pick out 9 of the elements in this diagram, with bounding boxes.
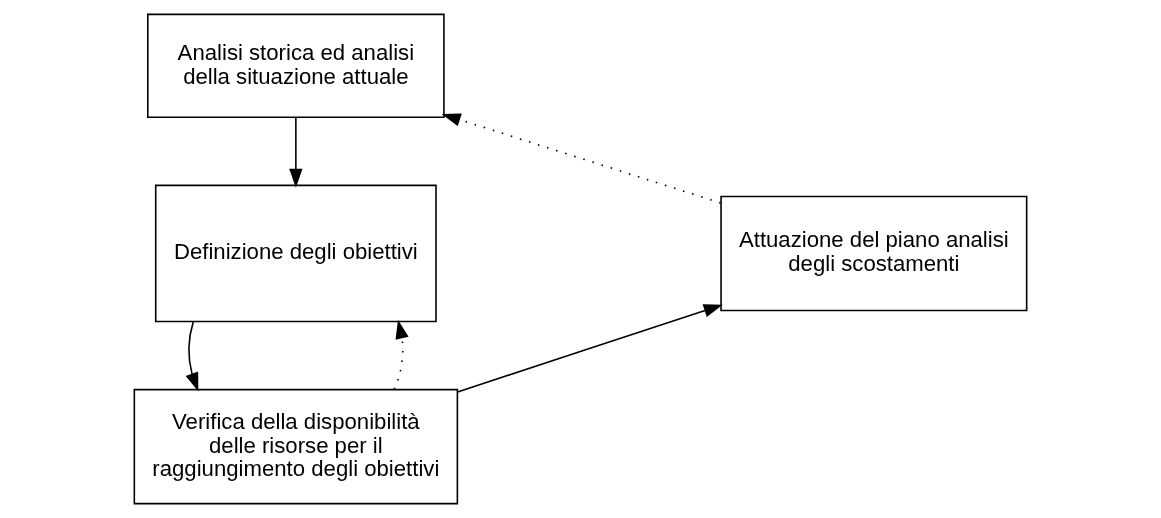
node-box: Definizione degli obiettivi — [154, 184, 437, 323]
node-box: Attuazione del piano analisi degli scostamenti — [720, 195, 1028, 312]
arrow — [185, 321, 199, 392]
node-box: Verifica della disponibilità delle risorse per il raggiungimento degli obiettivi — [133, 388, 459, 505]
arrow — [441, 113, 722, 204]
node-box: Analisi storica ed analisi della situazione attuale — [147, 13, 445, 119]
arrow — [289, 116, 303, 188]
arrow — [456, 304, 723, 393]
arrow — [393, 319, 409, 391]
